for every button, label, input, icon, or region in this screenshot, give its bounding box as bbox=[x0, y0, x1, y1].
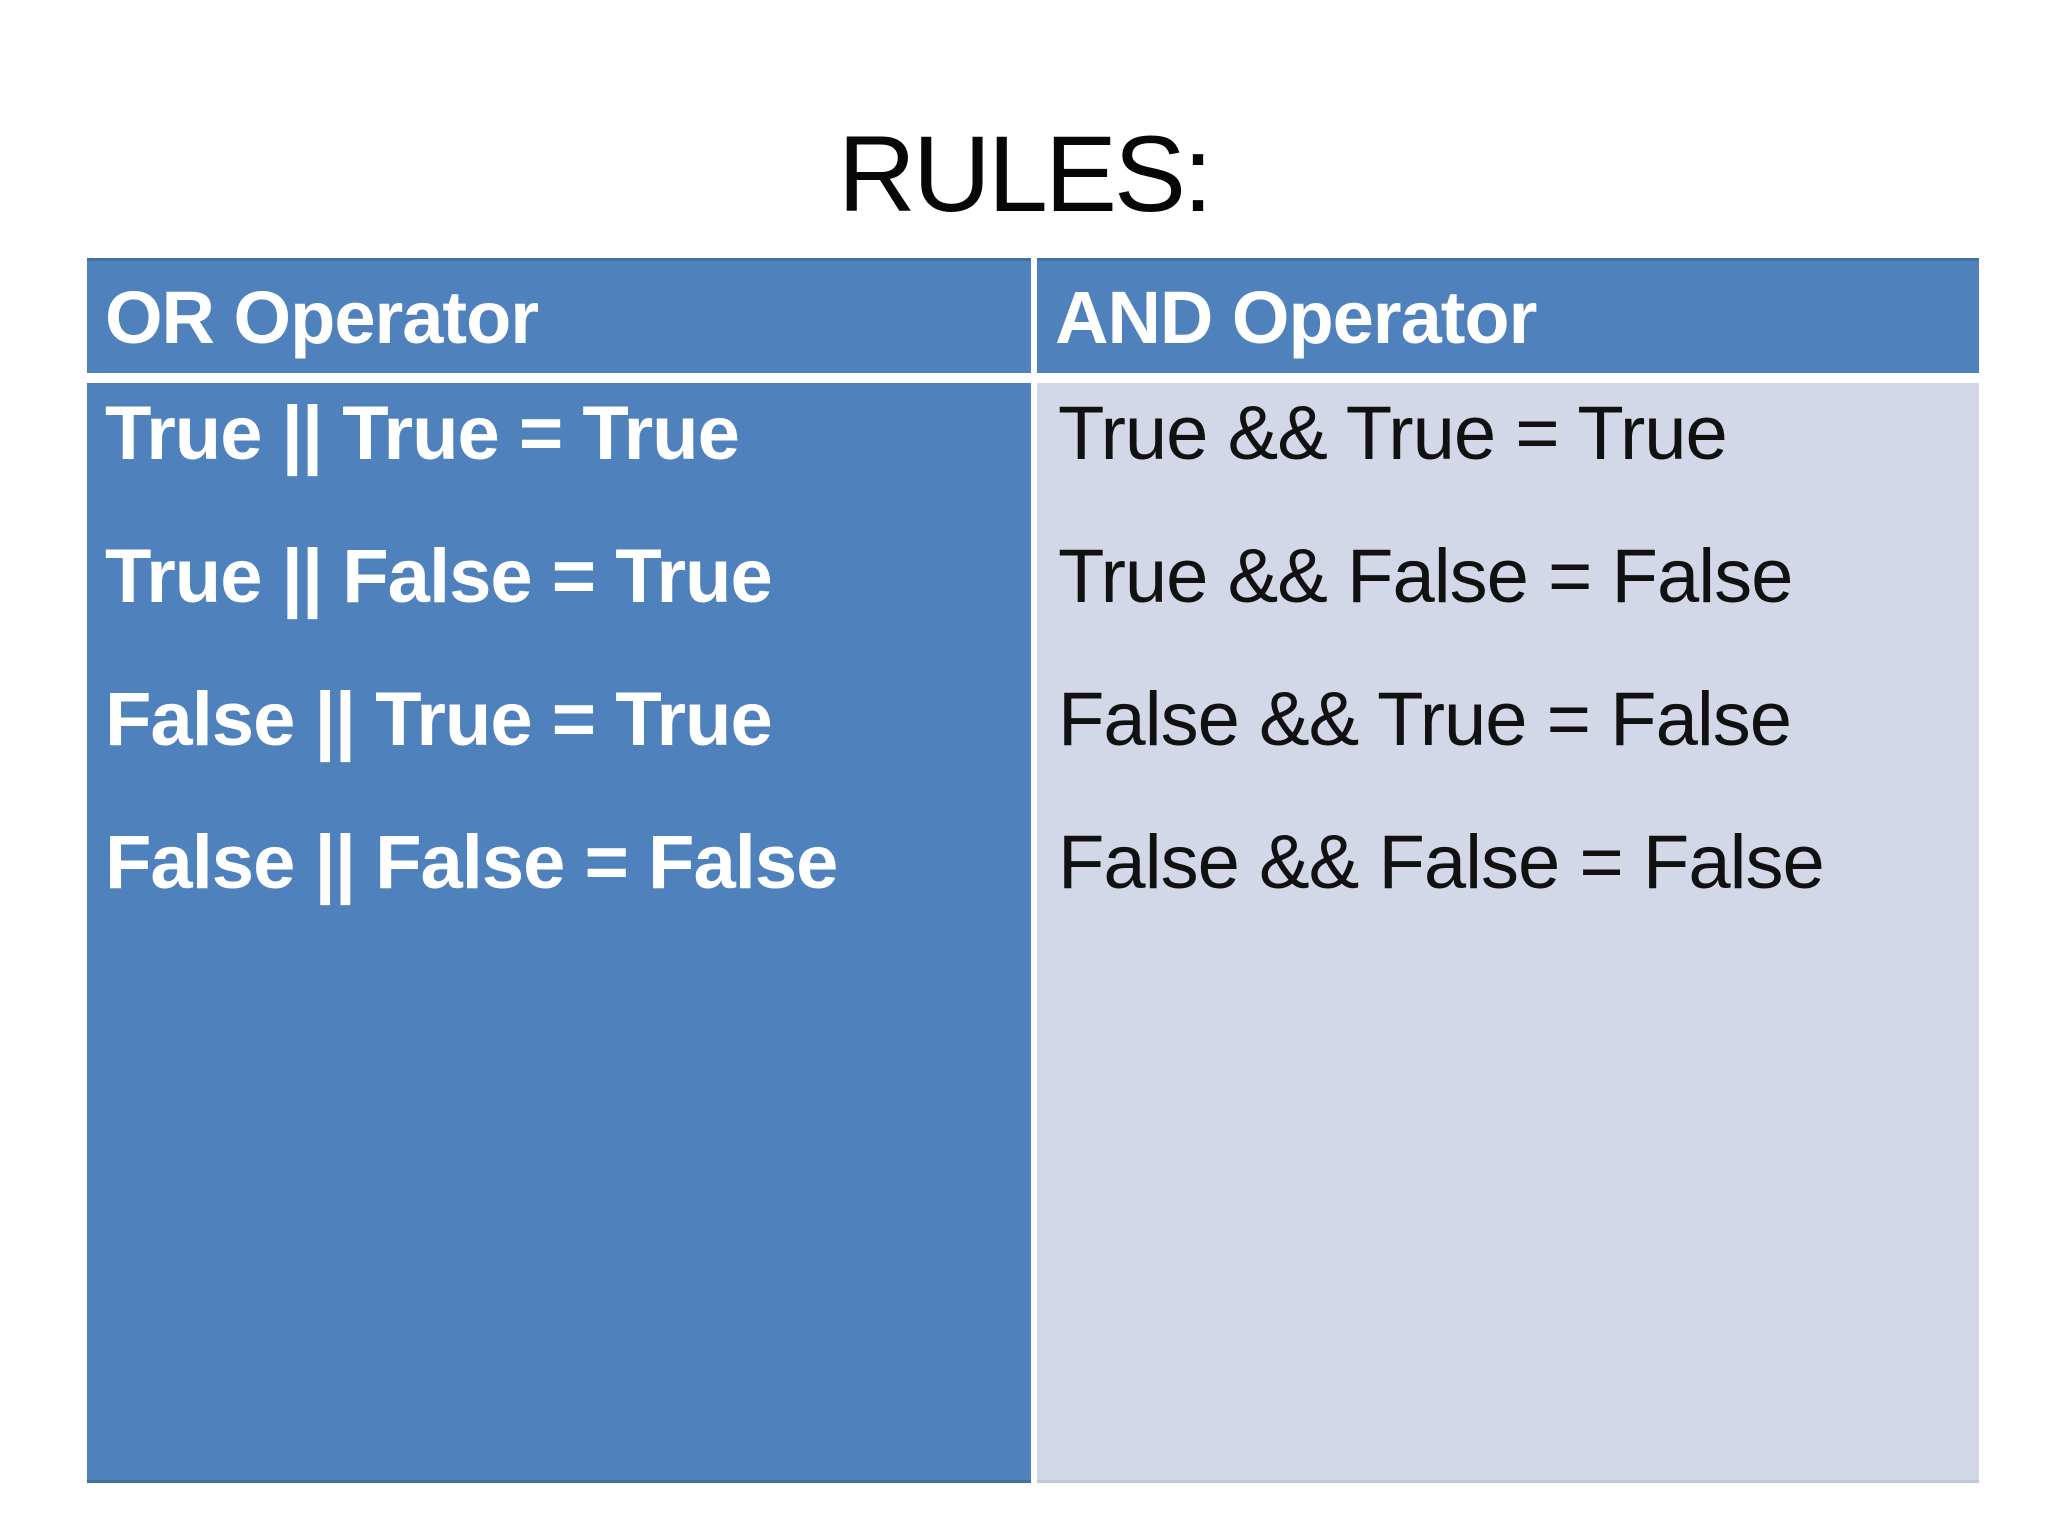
and-rule-row: True && False = False bbox=[1058, 534, 1793, 619]
and-operator-rules-cell: True && True = True True && False = Fals… bbox=[1037, 383, 1979, 1483]
or-operator-column-header: OR Operator bbox=[87, 258, 1031, 373]
or-rule-row: True || False = True bbox=[105, 534, 773, 619]
or-operator-rules-cell: True || True = True True || False = True… bbox=[87, 383, 1031, 1483]
or-rule-row: False || False = False bbox=[105, 820, 838, 905]
or-operator-header-label: OR Operator bbox=[105, 275, 539, 359]
or-rule-row: False || True = True bbox=[105, 677, 773, 762]
and-operator-header-label: AND Operator bbox=[1055, 275, 1537, 359]
operators-table: OR Operator AND Operator True || True = … bbox=[87, 258, 1979, 1483]
and-operator-column-header: AND Operator bbox=[1037, 258, 1979, 373]
and-rule-row: True && True = True bbox=[1058, 391, 1728, 476]
and-rule-row: False && True = False bbox=[1058, 677, 1792, 762]
page-title: RULES: bbox=[837, 113, 1213, 234]
and-rule-row: False && False = False bbox=[1058, 820, 1825, 905]
or-rule-row: True || True = True bbox=[105, 391, 740, 476]
or-rules-list: True || True = True True || False = True… bbox=[87, 383, 1031, 934]
and-rules-list: True && True = True True && False = Fals… bbox=[1037, 383, 1979, 934]
